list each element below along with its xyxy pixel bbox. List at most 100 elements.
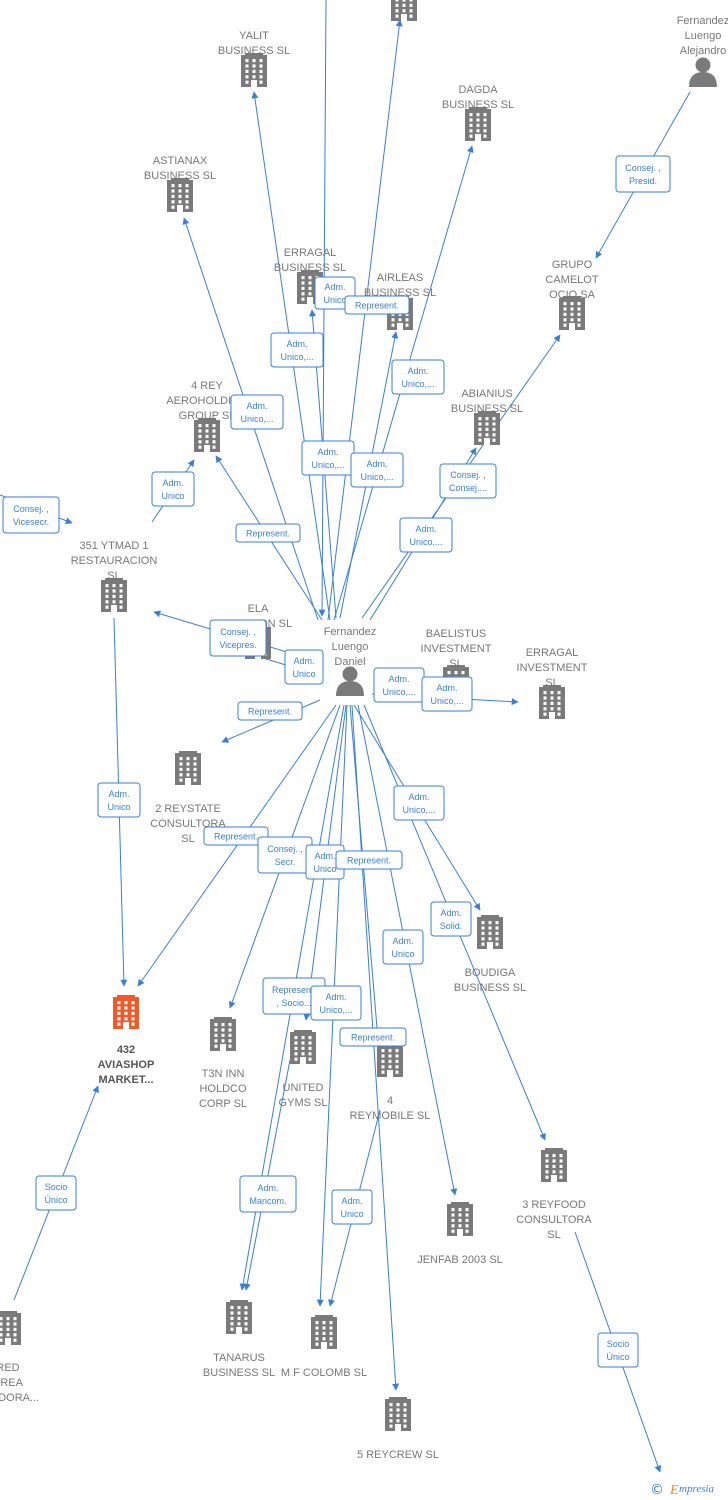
relation-label[interactable]: Consej. ,Vicepres. [209,619,267,657]
company-node-jenfab[interactable]: JENFAB 2003 SL [417,1202,503,1266]
relation-text: Adm. [324,282,345,292]
node-label: 5 REYCREW SL [357,1449,439,1461]
relation-label[interactable]: Adm.Unico,... [373,667,425,703]
relation-label[interactable]: Adm.Unico,... [399,517,453,553]
node-label: Luengo [332,641,369,653]
copyright-symbol: © [650,1482,664,1498]
relation-label[interactable]: Adm.Solid. [430,901,472,937]
building-icon [447,1202,473,1236]
building-icon [290,1030,316,1064]
nodes-layer: FernandezLuengoDanielFernandezLuengoAlej… [0,0,728,1461]
relation-label[interactable]: Consej. ,Presid. [615,155,671,193]
relation-text: Unico [391,949,414,959]
node-label: RED [0,1362,20,1374]
relation-label[interactable]: Represent. [203,826,269,846]
node-label: SL [449,658,462,670]
relation-label[interactable]: Adm.Unico,... [391,359,445,395]
relation-text: Adm. [407,366,428,376]
relation-text: Vicesecr. [13,517,49,527]
edges-layer [0,0,691,1473]
relation-label[interactable]: Adm.Unico,... [230,394,284,430]
company-node-aviashop[interactable]: 432AVIASHOPMARKET... [98,995,155,1086]
relation-label[interactable]: Adm.Unico [284,649,324,685]
relation-text: Presid. [629,176,657,186]
relation-label[interactable]: Adm.Unico,... [393,785,445,821]
relation-edge [243,1059,291,1291]
relation-edge [221,699,321,743]
node-label: Fernandez [677,15,728,27]
relation-text: Represent. [272,985,316,995]
relation-label[interactable]: Adm.Unico,... [310,985,362,1021]
relation-label[interactable]: Consej. ,Consej.... [439,463,497,499]
node-label: OCIO SA [549,289,596,301]
relation-label[interactable]: Adm.Unico,... [270,332,324,368]
building-icon [474,411,500,445]
building-icon [539,685,565,719]
brand-initial: E [669,1483,679,1498]
relation-edge [349,704,381,1041]
relation-text: Adm. [286,339,307,349]
relation-text: Mancom. [249,1196,286,1206]
relation-label[interactable]: Adm. Unico [382,929,424,965]
relation-label[interactable]: Consej. ,Vicesecr. [2,496,60,534]
relation-label[interactable]: Represent. [344,295,410,315]
relation-label[interactable]: Represent. [339,1027,407,1047]
node-label: INVESTMENT [517,662,588,674]
node-label: BUSINESS SL [203,1367,275,1379]
node-label: CONSULTORA [516,1214,592,1226]
relation-label[interactable]: Represent. [335,850,403,870]
node-label: CAMELOT [545,274,598,286]
relation-label[interactable]: Adm.Unico,... [350,452,404,488]
node-label: AIRLEAS [377,272,423,284]
relation-text: Unico,... [360,472,393,482]
relation-text: Único [606,1352,629,1362]
building-icon [477,915,503,949]
relation-text: Adm. [293,656,314,666]
node-label: Luengo [685,30,722,42]
relation-text: Adm. [388,674,409,684]
relation-label[interactable]: Adm.Mancom. [239,1175,297,1213]
relation-text: Adm. [392,936,413,946]
relation-text: Único [44,1195,67,1205]
company-node-red-aerea[interactable]: REDEREAICIADORA... [0,1311,39,1404]
relation-label[interactable]: Adm.Unico [305,844,345,880]
relation-label[interactable]: Adm.Unico [331,1189,373,1225]
company-node-top-company[interactable] [391,0,417,21]
relation-text: Represent. [246,529,290,539]
relation-label[interactable]: Adm.Unico,... [301,440,355,476]
relation-label[interactable]: Adm.Unico [151,471,195,507]
company-node-mf-colomb[interactable]: M F COLOMB SL [281,1315,367,1379]
node-label: TANARUS [213,1352,265,1364]
relation-text: Represent. [248,707,292,717]
company-node-tanarus[interactable]: TANARUS BUSINESS SL [203,1300,275,1379]
relation-label[interactable]: Adm.Unico,... [421,676,473,712]
relation-text: Adm. [162,478,183,488]
relation-label[interactable]: Represent. [235,523,301,543]
relation-label[interactable]: Represent. [237,701,303,721]
company-node-reycrew[interactable]: 5 REYCREW SL [357,1397,439,1461]
node-label: REYMOBILE SL [350,1110,431,1122]
relation-label[interactable]: Adm.Unico [97,782,141,818]
node-label: BUSINESS SL [144,170,216,182]
building-icon [175,751,201,785]
node-label: BUSINESS SL [442,99,514,111]
relation-text: Consej. , [220,627,256,637]
relation-label[interactable]: Consej. ,Secr. [257,836,313,874]
